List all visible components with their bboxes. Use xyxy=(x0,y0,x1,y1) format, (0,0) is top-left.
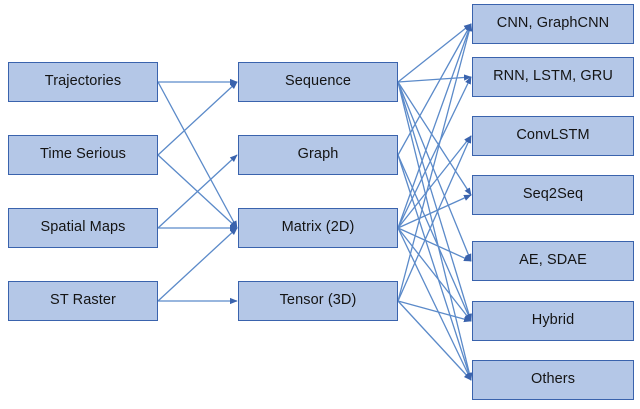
edge-matrix-to-cnn xyxy=(397,23,472,229)
edge-sequence-to-hybrid xyxy=(397,81,472,322)
edge-tensor-to-others xyxy=(397,300,472,381)
node-matrix[interactable]: Matrix (2D) xyxy=(238,208,398,248)
node-label: Tensor (3D) xyxy=(279,292,357,309)
node-label: Others xyxy=(530,371,576,388)
node-label: Seq2Seq xyxy=(522,186,584,203)
node-label: Sequence xyxy=(284,73,352,90)
node-st_raster[interactable]: ST Raster xyxy=(8,281,158,321)
node-convlstm[interactable]: ConvLSTM xyxy=(472,116,634,156)
node-trajectories[interactable]: Trajectories xyxy=(8,62,158,102)
node-ae[interactable]: AE, SDAE xyxy=(472,241,634,281)
node-label: RNN, LSTM, GRU xyxy=(493,68,613,85)
node-label: CNN, GraphCNN xyxy=(496,15,610,32)
node-label: AE, SDAE xyxy=(519,252,587,269)
edge-st_raster-to-matrix xyxy=(157,227,238,302)
edge-time_serious-to-matrix xyxy=(157,154,238,229)
edge-sequence-to-rnn xyxy=(397,74,472,83)
node-hybrid[interactable]: Hybrid xyxy=(472,301,634,341)
edge-graph-to-others xyxy=(397,154,472,381)
node-sequence[interactable]: Sequence xyxy=(238,62,398,102)
edge-graph-to-hybrid xyxy=(397,154,472,322)
node-label: Time Serious xyxy=(39,146,127,163)
edge-tensor-to-cnn xyxy=(397,23,473,302)
edge-tensor-to-hybrid xyxy=(397,300,472,323)
edge-matrix-to-ae xyxy=(397,227,472,262)
edge-spatial_maps-to-graph xyxy=(157,154,238,229)
edge-sequence-to-ae xyxy=(397,81,472,262)
node-others[interactable]: Others xyxy=(472,360,634,400)
edge-trajectories-to-matrix xyxy=(157,81,238,229)
node-cnn[interactable]: CNN, GraphCNN xyxy=(472,4,634,44)
edge-sequence-to-others xyxy=(397,81,473,381)
edge-time_serious-to-sequence xyxy=(157,81,238,156)
node-seq2seq[interactable]: Seq2Seq xyxy=(472,175,634,215)
edge-matrix-to-seq2seq xyxy=(397,194,472,229)
node-label: Graph xyxy=(297,146,339,163)
edge-sequence-to-cnn xyxy=(397,23,472,83)
node-spatial_maps[interactable]: Spatial Maps xyxy=(8,208,158,248)
node-label: ConvLSTM xyxy=(516,127,590,144)
node-time_serious[interactable]: Time Serious xyxy=(8,135,158,175)
node-tensor[interactable]: Tensor (3D) xyxy=(238,281,398,321)
edge-matrix-to-others xyxy=(397,227,472,381)
node-label: Hybrid xyxy=(531,312,575,329)
node-graph[interactable]: Graph xyxy=(238,135,398,175)
node-label: Trajectories xyxy=(44,73,122,90)
edge-matrix-to-rnn xyxy=(397,76,472,229)
node-label: Matrix (2D) xyxy=(281,219,355,236)
edge-tensor-to-convlstm xyxy=(397,135,472,302)
node-label: ST Raster xyxy=(50,292,116,309)
node-rnn[interactable]: RNN, LSTM, GRU xyxy=(472,57,634,97)
edge-matrix-to-hybrid xyxy=(397,227,472,322)
edge-graph-to-cnn xyxy=(397,23,472,156)
edge-sequence-to-seq2seq xyxy=(397,81,472,196)
edge-matrix-to-convlstm xyxy=(397,135,472,229)
node-label: Spatial Maps xyxy=(40,219,126,236)
